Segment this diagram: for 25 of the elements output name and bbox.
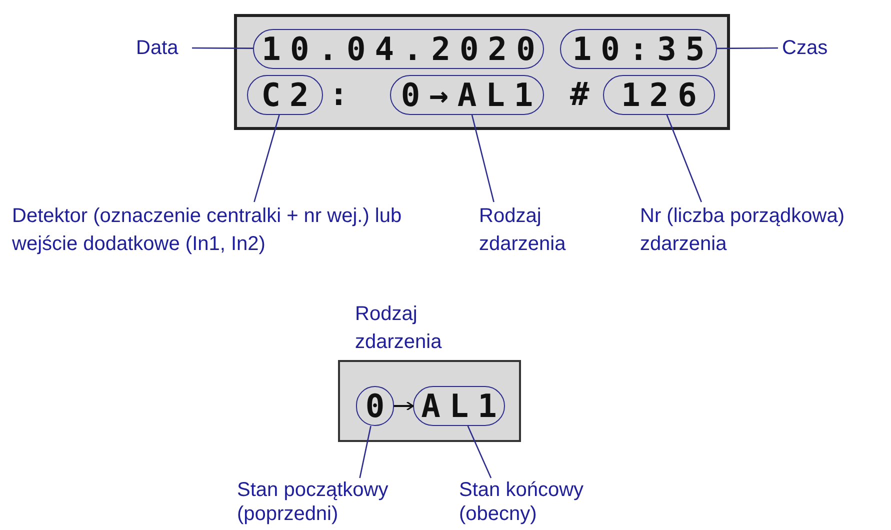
callout-text: Stan końcowy (obecny): [459, 478, 619, 526]
display-field: 0→AL1: [390, 75, 544, 115]
callout-text: Detektor (oznaczenie centralki + nr wej.) lub wejście dodatkowe (In1, In2): [12, 202, 404, 258]
leader-line: [359, 426, 372, 478]
leader-line: [717, 47, 778, 50]
leader-line: [666, 114, 702, 202]
display-field: 10:35: [560, 29, 717, 69]
leader-line: [192, 47, 253, 49]
heading: Rodzaj zdarzenia: [355, 302, 443, 355]
arrow: [394, 401, 414, 411]
display-field: 10.04.2020: [253, 29, 544, 69]
display-symbol: :: [329, 75, 348, 113]
display-field: 126: [603, 75, 715, 115]
callout-text: Nr (liczba porządkowa) zdarzenia: [640, 202, 890, 258]
display-field: 0: [356, 386, 394, 426]
display-field: C2: [247, 75, 323, 115]
leader-line: [254, 114, 280, 202]
leader-line: [467, 426, 492, 478]
display-field: AL1: [413, 386, 505, 426]
callout-text: Czas: [782, 34, 842, 62]
callout-text: Data: [136, 34, 192, 62]
display-symbol: #: [570, 75, 590, 113]
display-panel: [234, 14, 730, 130]
callout-text: Stan początkowy (poprzedni): [237, 478, 437, 526]
callout-text: Rodzaj zdarzenia: [479, 202, 589, 258]
